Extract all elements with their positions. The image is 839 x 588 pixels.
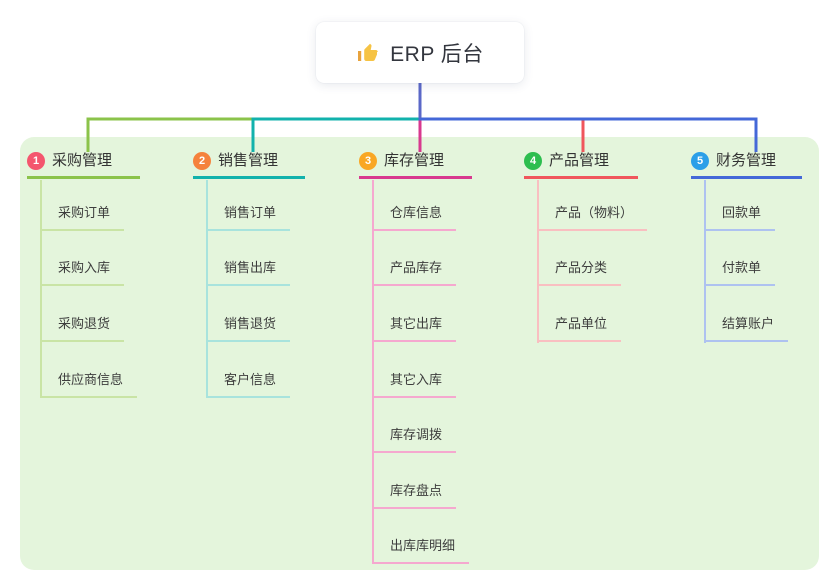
node-supplier-info[interactable]: 供应商信息 [40,370,138,398]
node-stock-transfer[interactable]: 库存调拨 [372,425,457,453]
branch-number-badge: 2 [193,151,211,170]
branch-label: 产品管理 [549,152,610,169]
node-warehouse-info[interactable]: 仓库信息 [372,203,457,231]
root-node-erp[interactable]: ERP 后台 [316,22,524,83]
branch-header-inventory[interactable]: 3 库存管理 [359,150,472,179]
branch-label: 采购管理 [52,152,113,169]
branch-number-badge: 3 [359,151,377,170]
node-receipt-voucher[interactable]: 回款单 [704,203,776,231]
branch-label: 库存管理 [384,152,445,169]
node-purchase-order[interactable]: 采购订单 [40,203,125,231]
branch-number-badge: 4 [524,151,542,170]
node-product-unit[interactable]: 产品单位 [537,314,622,342]
node-customer-info[interactable]: 客户信息 [206,370,291,398]
node-product-stock[interactable]: 产品库存 [372,258,457,286]
node-purchase-inbound[interactable]: 采购入库 [40,258,125,286]
thumbs-up-icon [358,43,378,61]
branch-header-sales[interactable]: 2 销售管理 [193,150,305,179]
branch-header-finance[interactable]: 5 财务管理 [691,150,802,179]
node-sales-return[interactable]: 销售退货 [206,314,291,342]
node-payment-voucher[interactable]: 付款单 [704,258,776,286]
node-stock-flow-detail[interactable]: 出库库明细 [372,536,470,564]
node-settlement-account[interactable]: 结算账户 [704,314,789,342]
node-product-material[interactable]: 产品（物料） [537,203,648,231]
node-sales-order[interactable]: 销售订单 [206,203,291,231]
branches-background-panel [20,137,819,570]
node-stock-taking[interactable]: 库存盘点 [372,481,457,509]
root-node-label: ERP 后台 [390,42,484,66]
node-purchase-return[interactable]: 采购退货 [40,314,125,342]
branch-header-product[interactable]: 4 产品管理 [524,150,638,179]
node-other-outbound[interactable]: 其它出库 [372,314,457,342]
branch-label: 财务管理 [716,152,777,169]
branch-number-badge: 1 [27,151,45,170]
node-other-inbound[interactable]: 其它入库 [372,370,457,398]
branch-number-badge: 5 [691,151,709,170]
branch-label: 销售管理 [218,152,279,169]
node-sales-outbound[interactable]: 销售出库 [206,258,291,286]
branch-header-purchase[interactable]: 1 采购管理 [27,150,140,179]
node-product-category[interactable]: 产品分类 [537,258,622,286]
